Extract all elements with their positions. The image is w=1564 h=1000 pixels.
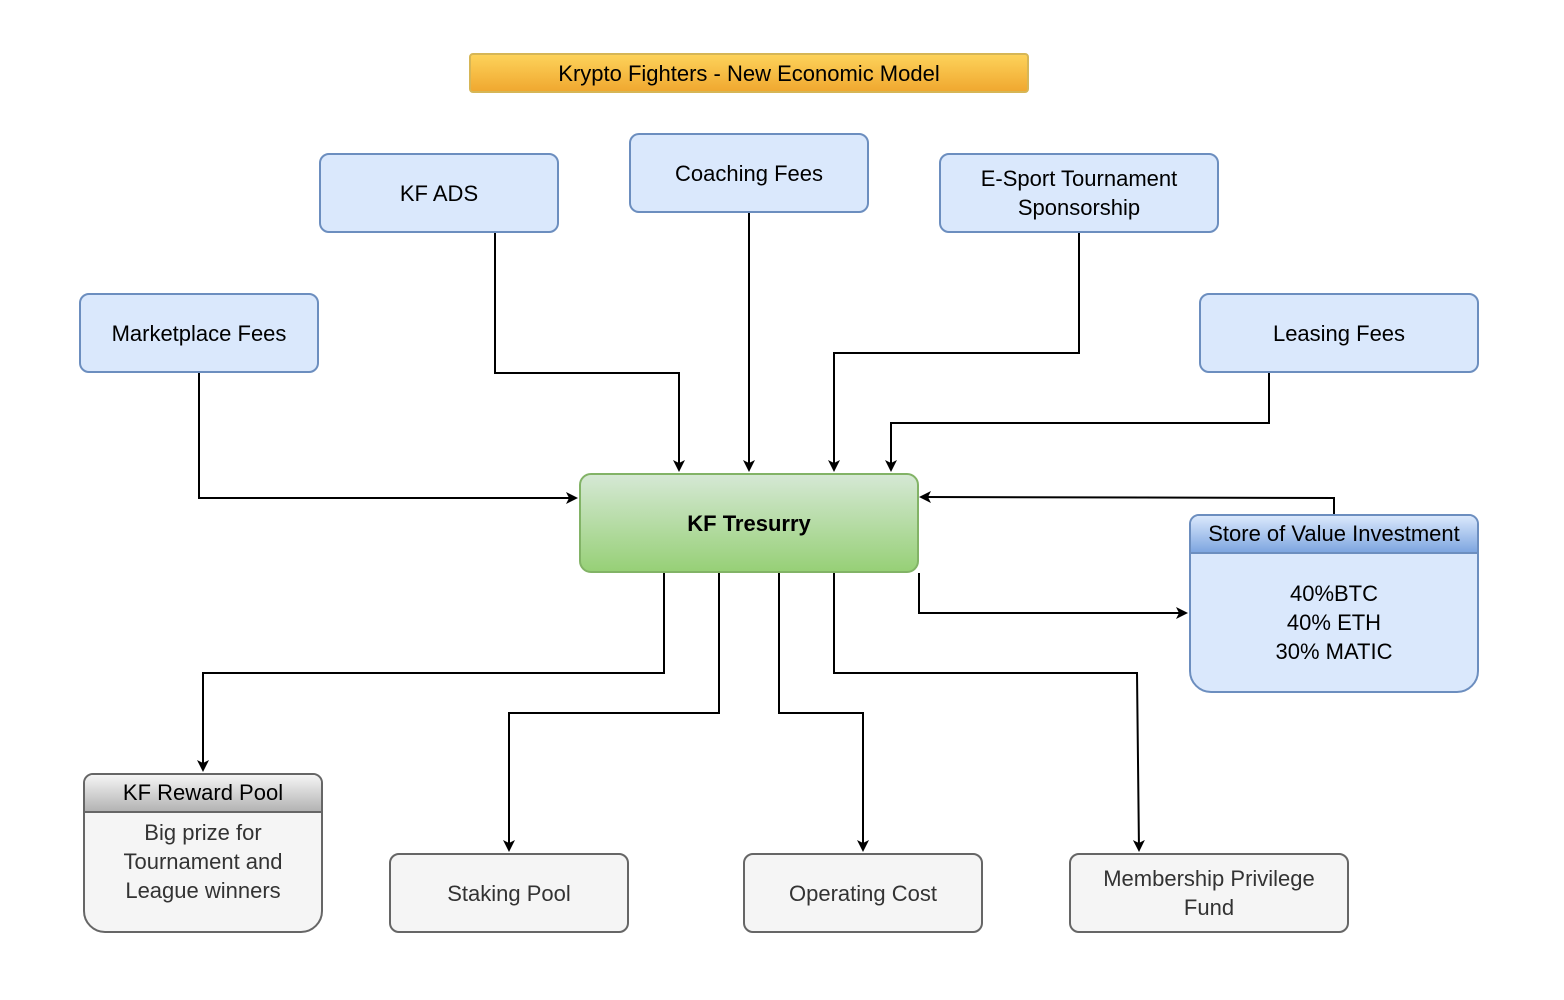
treasury-node: KF Tresurry bbox=[579, 473, 919, 573]
edge-treasury-to-membership bbox=[833, 573, 1145, 852]
edge-marketplace-to-treasury bbox=[198, 373, 578, 504]
reward-line-3: League winners bbox=[125, 877, 281, 903]
operating-cost-node: Operating Cost bbox=[743, 853, 983, 933]
allocation-matic: 30% MATIC bbox=[1275, 639, 1393, 664]
store-of-value-allocations: 40%BTC 40% ETH 30% MATIC bbox=[1191, 554, 1477, 691]
allocation-eth: 40% ETH bbox=[1286, 610, 1382, 635]
edge-treasury-to-staking bbox=[503, 573, 720, 852]
edge-esport-to-treasury bbox=[828, 233, 1080, 472]
marketplace-fees-node: Marketplace Fees bbox=[79, 293, 319, 373]
edge-treasury-to-store bbox=[918, 573, 1188, 619]
kf-ads-node: KF ADS bbox=[319, 153, 559, 233]
store-of-value-node: Store of Value Investment 40%BTC 40% ETH… bbox=[1189, 514, 1479, 693]
edge-treasury-to-operating bbox=[778, 573, 869, 852]
reward-pool-description: Big prize for Tournament and League winn… bbox=[85, 813, 321, 907]
leasing-fees-node: Leasing Fees bbox=[1199, 293, 1479, 373]
edge-kf-ads-to-treasury bbox=[494, 233, 685, 472]
membership-fund-node: Membership Privilege Fund bbox=[1069, 853, 1349, 933]
coaching-fees-node: Coaching Fees bbox=[629, 133, 869, 213]
store-of-value-header: Store of Value Investment bbox=[1191, 516, 1477, 554]
reward-line-1: Big prize for bbox=[144, 819, 262, 845]
reward-pool-node: KF Reward Pool Big prize for Tournament … bbox=[83, 773, 323, 933]
staking-pool-node: Staking Pool bbox=[389, 853, 629, 933]
reward-line-2: Tournament and bbox=[123, 848, 283, 874]
reward-pool-header: KF Reward Pool bbox=[85, 775, 321, 813]
allocation-btc: 40%BTC bbox=[1289, 581, 1379, 606]
diagram-title: Krypto Fighters - New Economic Model bbox=[469, 53, 1029, 93]
edge-treasury-to-reward bbox=[197, 573, 665, 772]
esport-sponsorship-node: E-Sport Tournament Sponsorship bbox=[939, 153, 1219, 233]
edge-store-to-treasury bbox=[919, 491, 1335, 514]
edge-leasing-to-treasury bbox=[885, 373, 1270, 472]
